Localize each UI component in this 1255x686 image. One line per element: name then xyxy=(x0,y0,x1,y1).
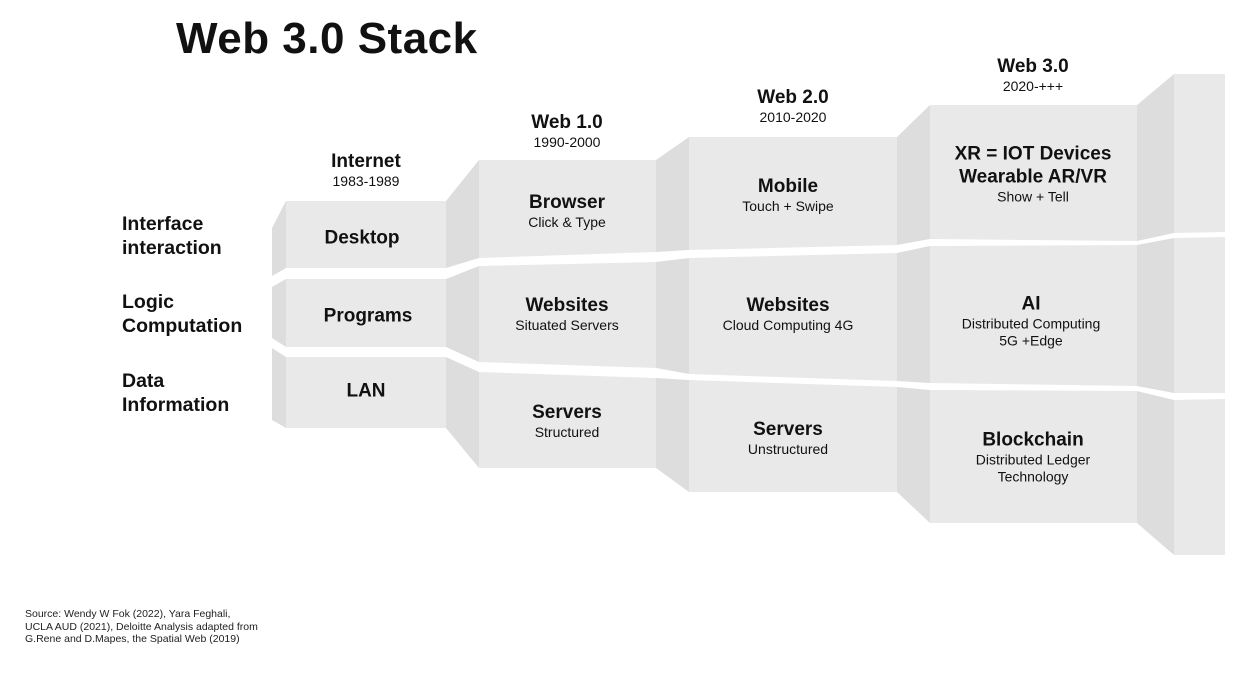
row-label-data-line1: Data xyxy=(122,370,165,392)
era-web1-years: 1990-2000 xyxy=(533,134,601,150)
cell-internet-data: LAN xyxy=(346,380,385,403)
cell-web2-logic-sub: Cloud Computing 4G xyxy=(722,317,854,333)
cell-web3-data: Blockchain Distributed Ledger Technology xyxy=(976,429,1090,486)
era-web2-header: Web 2.0 2010-2020 xyxy=(757,87,828,125)
era-internet-header: Internet 1983-1989 xyxy=(331,151,401,189)
cell-web2-logic-head: Websites xyxy=(746,295,830,316)
bevel-internet-data xyxy=(272,348,286,428)
step-1-logic xyxy=(446,266,479,362)
source-line3: G.Rene and D.Mapes, the Spatial Web (201… xyxy=(25,633,240,645)
cell-web1-logic: Websites Situated Servers xyxy=(515,294,619,334)
step-4-logic xyxy=(1137,238,1174,393)
cell-internet-logic-head: Programs xyxy=(323,305,413,327)
cell-web2-interface-head: Mobile xyxy=(757,176,819,197)
cell-web2-data: Servers Unstructured xyxy=(748,418,828,458)
block-web2-data xyxy=(689,380,897,492)
block-web2-interface xyxy=(689,137,897,250)
row-label-logic-line1: Logic xyxy=(122,291,174,313)
step-3-interface xyxy=(897,105,930,245)
cell-web1-data-head: Servers xyxy=(532,402,602,423)
cell-web1-data-sub: Structured xyxy=(534,424,600,440)
era-web2-years: 2010-2020 xyxy=(759,109,827,125)
row-label-interface-line2: interaction xyxy=(122,237,222,259)
block-internet-logic xyxy=(286,279,446,347)
cell-web2-data-sub: Unstructured xyxy=(747,441,829,457)
block-web3-interface xyxy=(930,105,1137,241)
step-2-interface xyxy=(656,137,689,252)
block-web1-data xyxy=(479,372,656,468)
cell-internet-data-head: LAN xyxy=(346,380,386,402)
row-label-interface-line1: Interface xyxy=(122,213,204,235)
cell-web3-interface: XR = IOT Devices Wearable AR/VR Show + T… xyxy=(955,143,1112,206)
block-web1-logic xyxy=(479,262,656,368)
cell-web2-interface: Mobile Touch + Swipe xyxy=(742,175,833,215)
cell-web2-data-head: Servers xyxy=(753,419,823,440)
row-label-logic: Logic Computation xyxy=(122,290,242,338)
cell-web3-interface-head: XR = IOT Devices xyxy=(954,143,1112,165)
era-web3-header: Web 3.0 2020-+++ xyxy=(997,56,1068,94)
block-future-data xyxy=(1174,399,1225,555)
cell-web2-logic: Websites Cloud Computing 4G xyxy=(723,294,854,334)
stack-blocks xyxy=(272,74,1225,555)
era-internet-years: 1983-1989 xyxy=(332,173,400,189)
block-web1-interface xyxy=(479,160,656,258)
era-web3-years: 2020-+++ xyxy=(1002,78,1064,94)
cell-web3-logic-head: AI xyxy=(1021,293,1041,315)
cell-web1-data: Servers Structured xyxy=(532,401,602,441)
cell-web3-logic: AI Distributed Computing 5G +Edge xyxy=(962,293,1101,350)
bevel-internet-logic xyxy=(272,279,286,347)
block-web2-logic xyxy=(689,253,897,381)
source-line2: UCLA AUD (2021), Deloitte Analysis adapt… xyxy=(25,620,258,633)
cell-internet-interface: Desktop xyxy=(325,227,400,250)
row-label-interface: Interface interaction xyxy=(122,212,222,260)
source-line1: Source: Wendy W Fok (2022), Yara Feghali… xyxy=(25,608,231,620)
step-1-interface xyxy=(446,160,479,268)
era-web1-header: Web 1.0 1990-2000 xyxy=(531,112,602,150)
cell-web1-interface: Browser Click & Type xyxy=(528,191,606,231)
source-note: Source: Wendy W Fok (2022), Yara Feghali… xyxy=(25,608,285,646)
cell-web3-data-sub: Distributed Ledger xyxy=(975,451,1091,468)
block-future-interface xyxy=(1174,74,1225,233)
row-label-data-line2: Information xyxy=(122,394,230,416)
block-future-logic xyxy=(1174,237,1225,393)
cell-web3-logic-sub: Distributed Computing xyxy=(961,315,1101,332)
step-3-logic xyxy=(897,246,930,383)
cell-web3-interface-head2: Wearable AR/VR xyxy=(959,166,1107,188)
cell-web1-interface-head: Browser xyxy=(528,192,606,213)
era-web2-name: Web 2.0 xyxy=(757,87,829,108)
cell-web3-data-sub2: Technology xyxy=(997,468,1069,485)
block-web3-data xyxy=(930,390,1137,523)
step-1-data xyxy=(446,357,479,468)
row-label-logic-line2: Computation xyxy=(122,315,243,337)
step-3-data xyxy=(897,387,930,523)
era-web1-name: Web 1.0 xyxy=(531,112,603,133)
block-internet-data xyxy=(286,357,446,428)
step-4-data xyxy=(1137,391,1174,555)
era-internet-name: Internet xyxy=(331,151,401,172)
row-label-data: Data Information xyxy=(122,369,229,417)
page-title: Web 3.0 Stack xyxy=(176,14,478,63)
block-internet-interface xyxy=(286,201,446,268)
step-2-logic xyxy=(656,258,689,374)
cell-web3-logic-sub2: 5G +Edge xyxy=(999,332,1063,349)
block-web3-logic xyxy=(930,245,1137,386)
cell-web3-interface-sub: Show + Tell xyxy=(997,188,1069,205)
cell-internet-logic: Programs xyxy=(324,305,413,328)
cell-web1-interface-sub: Click & Type xyxy=(528,214,606,230)
cell-web2-interface-sub: Touch + Swipe xyxy=(742,198,834,214)
step-2-data xyxy=(656,378,689,492)
bevel-internet-interface xyxy=(272,201,286,276)
cell-web3-data-head: Blockchain xyxy=(982,429,1084,451)
cell-internet-interface-head: Desktop xyxy=(324,227,400,249)
cell-web1-logic-head: Websites xyxy=(525,295,609,316)
cell-web1-logic-sub: Situated Servers xyxy=(515,317,619,333)
step-4-interface xyxy=(1137,74,1174,241)
era-web3-name: Web 3.0 xyxy=(997,56,1069,77)
